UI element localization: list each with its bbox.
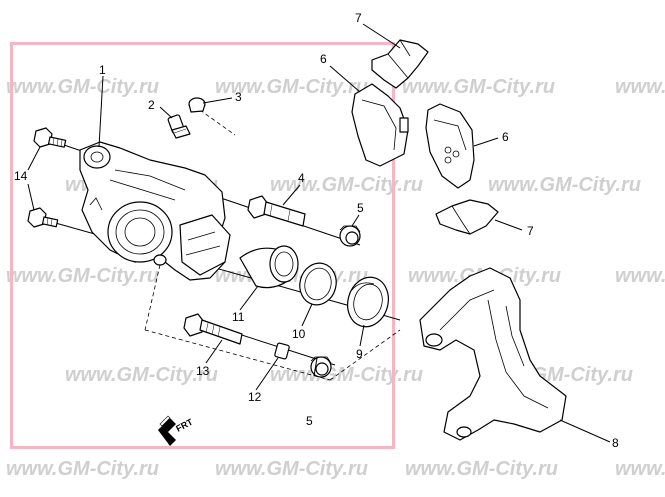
pad-clip-lower [435,199,499,235]
guide-pin-bolt [247,195,306,227]
callout-9: 9 [356,347,363,361]
callout-6-inner: 6 [320,52,327,66]
front-arrow-icon [158,418,176,446]
front-direction-indicator: FRT [158,415,195,446]
callout-11: 11 [232,310,245,324]
callout-7-lower: 7 [527,224,534,238]
callout-14: 14 [14,169,28,183]
guide-pin-bolt-lower [183,313,243,345]
watermark-text: www.GM-City.ru [405,458,558,480]
piston-dust-boot [347,276,389,328]
callout-5-upper: 5 [357,201,364,215]
watermark-text: www.GM-City.ru [615,458,665,480]
callout-13: 13 [196,364,210,378]
bleeder-valve [167,114,191,139]
caliper-bracket [419,267,567,441]
watermark-text: www.GM-City.ru [6,76,159,98]
callout-5-lower: 5 [306,414,313,428]
callout-4: 4 [298,171,305,185]
callout-labels: 1 2 3 4 5 5 6 6 7 7 8 9 10 11 12 13 14 [14,11,619,450]
callout-12: 12 [248,390,262,404]
watermark-text: www.GM-City.ru [615,265,665,287]
watermark-text: www.GM-City.ru [488,174,641,196]
leader-lines [27,23,611,443]
watermark-text: www.GM-City.ru [215,76,368,98]
caliper-group-frame [10,42,395,449]
brake-pad-outer [425,103,475,189]
bolt-14-upper [33,127,67,148]
brake-pad-inner [351,83,409,167]
callout-1: 1 [99,63,106,77]
watermark-text: www.GM-City.ru [402,76,555,98]
caliper-body [79,141,231,281]
guide-pin-boot-upper [339,225,361,247]
watermark-text: www.GM-City.ru [270,174,423,196]
guide-pin [274,342,290,360]
callout-8: 8 [612,436,619,450]
watermark-text: www.GM-City.ru [215,458,368,480]
callout-6-outer: 6 [502,130,509,144]
piston-seal [299,262,337,306]
caliper-piston [239,245,299,289]
watermark-text: www.GM-City.ru [6,458,159,480]
watermark-text: www.GM-City.ru [6,265,159,287]
bleeder-cap [188,97,206,113]
watermark-text: www.GM-City.ru [270,364,423,386]
pad-clip-upper [371,39,429,89]
callout-10: 10 [292,327,306,341]
callout-3: 3 [235,90,242,104]
callout-2: 2 [148,98,155,112]
watermark-text: www.GM-City.ru [65,364,218,386]
callout-7-upper: 7 [355,11,362,25]
front-label: FRT [174,416,195,433]
bolt-14-lower [27,207,59,228]
watermark-text: www.GM-City.ru [615,76,665,98]
